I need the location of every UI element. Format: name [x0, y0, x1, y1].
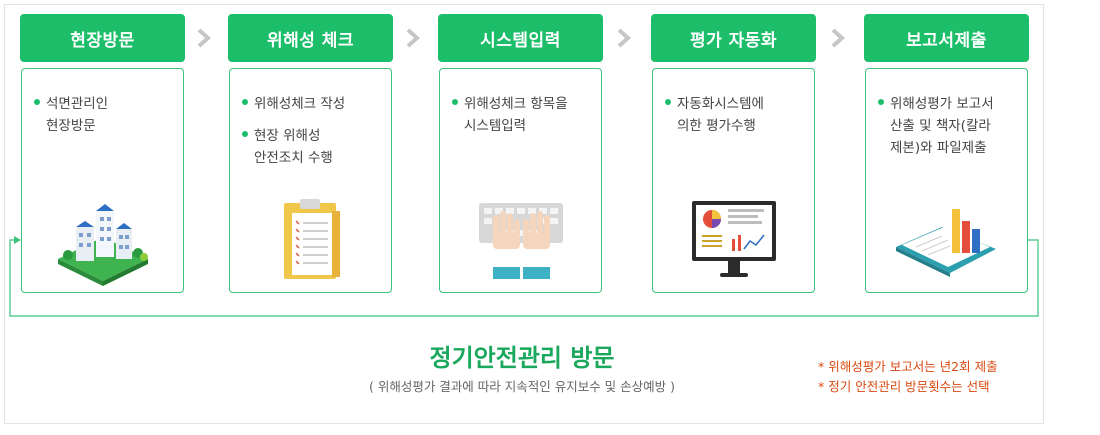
step-5-title: 보고서제출	[906, 30, 987, 51]
step-5-header: 보고서제출	[864, 14, 1029, 62]
clipboard-checklist-icon	[283, 199, 340, 279]
step-4-title: 평가 자동화	[689, 30, 778, 51]
chevron-right-icon	[406, 28, 421, 48]
apartment-buildings-icon	[57, 204, 148, 286]
step-5-card: 위해성평가 보고서 산출 및 책자(칼라 제본)와 파일제출	[865, 68, 1028, 293]
monitor-charts-icon	[691, 201, 776, 277]
periodic-visit-subtitle: ( 위해성평가 결과에 따라 지속적인 유지보수 및 손상예방 )	[368, 379, 676, 394]
step-3-title: 시스템입력	[480, 30, 561, 51]
note-line: * 정기 안전관리 방문횟수는 선택	[818, 379, 990, 394]
chevron-right-icon	[617, 28, 632, 48]
step-2-bullet: 현장 위해성 안전조치 수행	[242, 125, 385, 169]
bullet-dot-icon	[242, 99, 248, 105]
keyboard-typing-icon	[478, 203, 563, 279]
step-1-bullet: 석면관리인 현장방문	[34, 93, 177, 137]
periodic-visit-title: 정기안전관리 방문	[429, 344, 615, 372]
bullet-dot-icon	[665, 99, 671, 105]
chevron-right-icon	[831, 28, 846, 48]
step-1-card: 석면관리인 현장방문	[21, 68, 184, 293]
step-1-title: 현장방문	[70, 30, 135, 51]
note-line: * 위해성평가 보고서는 년2회 제출	[818, 359, 998, 374]
folder-bar-chart-icon	[895, 209, 996, 277]
step-3-header: 시스템입력	[438, 14, 603, 62]
step-1-header: 현장방문	[20, 14, 185, 62]
bullet-dot-icon	[452, 99, 458, 105]
step-2-header: 위해성 체크	[228, 14, 393, 62]
step-3-card: 위해성체크 항목을 시스템입력	[439, 68, 602, 293]
bullet-dot-icon	[878, 99, 884, 105]
bullet-dot-icon	[242, 131, 248, 137]
step-2-card: 위해성체크 작성 현장 위해성 안전조치 수행	[229, 68, 392, 293]
step-4-bullet: 자동화시스템에 의한 평가수행	[665, 93, 808, 137]
chevron-right-icon	[197, 28, 212, 48]
diagram-frame	[4, 4, 1044, 424]
bullet-dot-icon	[34, 99, 40, 105]
notes: * 위해성평가 보고서는 년2회 제출 * 정기 안전관리 방문횟수는 선택	[818, 357, 998, 397]
step-3-bullet: 위해성체크 항목을 시스템입력	[452, 93, 595, 137]
step-2-title: 위해성 체크	[266, 30, 355, 51]
step-4-header: 평가 자동화	[651, 14, 816, 62]
step-4-card: 자동화시스템에 의한 평가수행	[652, 68, 815, 293]
step-5-bullet: 위해성평가 보고서 산출 및 책자(칼라 제본)와 파일제출	[878, 93, 1021, 159]
step-2-bullet: 위해성체크 작성	[242, 93, 385, 115]
